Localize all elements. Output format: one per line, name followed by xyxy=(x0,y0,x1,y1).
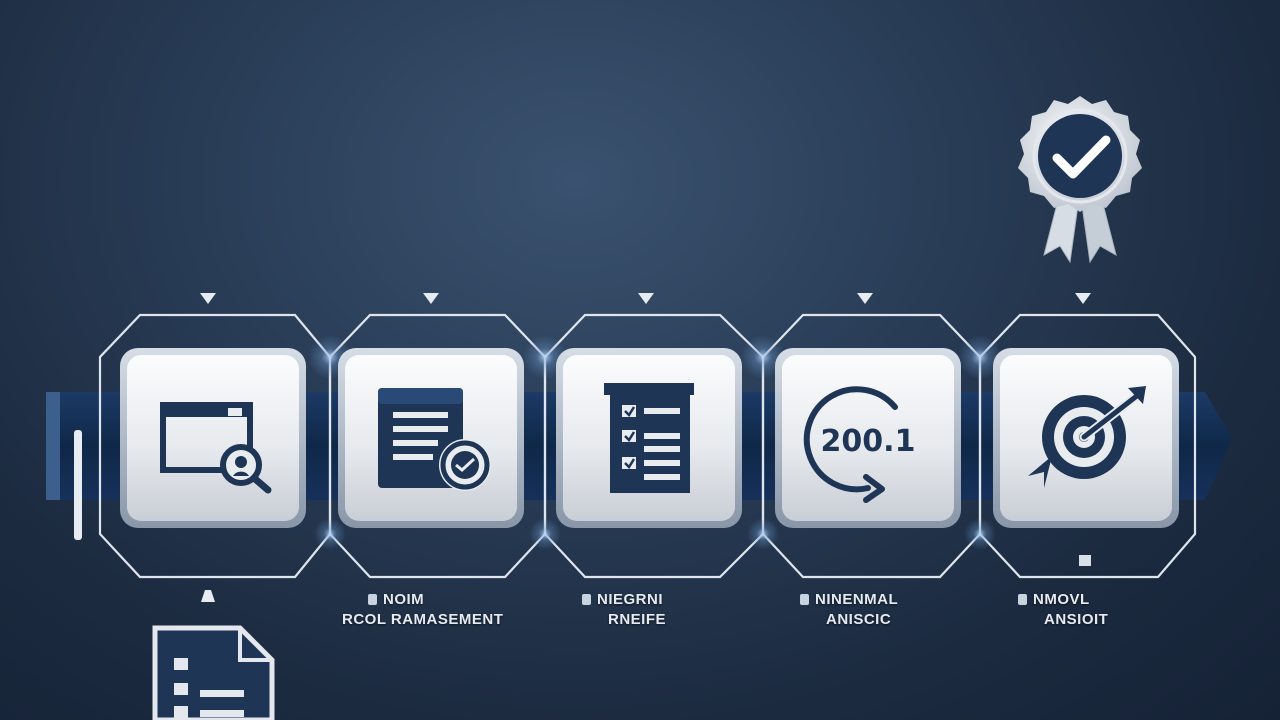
document-badge-icon xyxy=(378,388,491,491)
triangle-marker-5 xyxy=(1075,293,1091,304)
step-3-label-line2: RNEIFE xyxy=(608,611,667,628)
label-marker-icon xyxy=(582,594,591,605)
step-5-label-line2: ANSIOIT xyxy=(1044,611,1109,628)
triangle-marker-4 xyxy=(857,293,873,304)
checklist-document-icon xyxy=(152,625,275,720)
step-4-label-line2: ANISCIC xyxy=(826,611,892,628)
hexagon-frames xyxy=(98,313,1197,579)
frame-3 xyxy=(543,313,765,579)
frame-1 xyxy=(98,313,332,579)
label-marker-icon xyxy=(368,594,377,605)
glow-points xyxy=(308,335,1002,550)
step-2-label-line2: RCOL RAMASEMENT xyxy=(342,611,504,628)
triangle-marker-1 xyxy=(200,293,216,304)
bottom-markers xyxy=(201,555,1091,602)
triangle-marker-3 xyxy=(638,293,654,304)
step-5-label-line1: NMOVL xyxy=(1018,590,1090,610)
tile-1 xyxy=(120,348,306,528)
target-arrow-icon xyxy=(1028,386,1146,488)
cycle-arrow-icon: 200.1 xyxy=(803,386,916,503)
label-marker-icon xyxy=(1018,594,1027,605)
folder-search-icon xyxy=(160,402,272,494)
frame-4 xyxy=(761,313,982,579)
checklist-icon xyxy=(604,383,694,493)
triangle-marker-2 xyxy=(423,293,439,304)
frame-5 xyxy=(978,313,1197,579)
counter-value: 200.1 xyxy=(821,424,916,459)
rosette-checkmark-icon xyxy=(1018,96,1142,264)
step-4-label-line1: NINENMAL xyxy=(800,590,898,610)
step-2-label-line1: NOIM xyxy=(368,590,424,610)
frame-2 xyxy=(328,313,547,579)
step-3-label-line1: NIEGRNI xyxy=(582,590,663,610)
label-marker-icon xyxy=(800,594,809,605)
left-bar-marker xyxy=(74,430,82,540)
top-markers xyxy=(200,293,1091,304)
